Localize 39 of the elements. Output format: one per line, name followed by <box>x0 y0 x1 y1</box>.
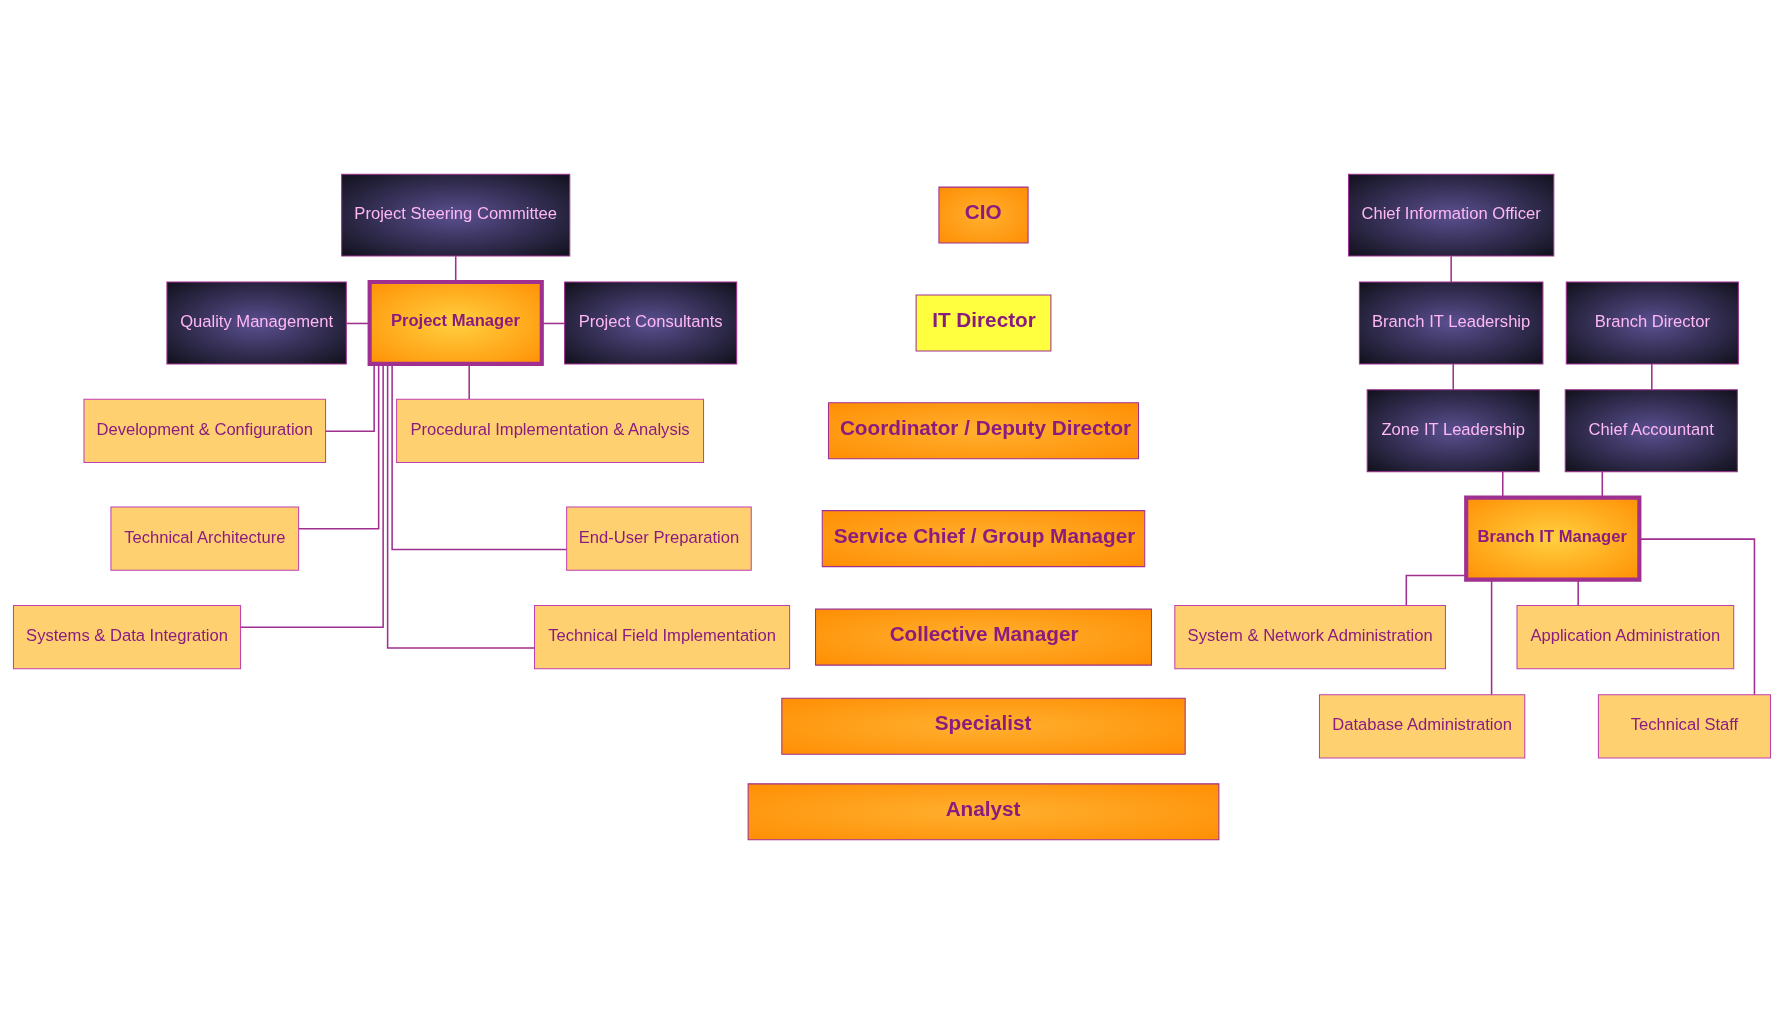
node-box: End-User Preparation <box>565 506 752 571</box>
node-box: CIO <box>937 186 1029 244</box>
connector <box>540 322 565 324</box>
node-box: Database Administration <box>1318 693 1525 758</box>
node-box: Zone IT Leadership <box>1366 388 1540 472</box>
node-box: System & Network Administration <box>1173 604 1446 669</box>
node-box: Project Steering Committee <box>340 173 570 257</box>
node-box: Technical Field Implementation <box>533 604 790 669</box>
connector <box>1490 578 1492 695</box>
node-box: IT Director <box>915 293 1051 351</box>
node-box: Systems & Data Integration <box>12 604 241 669</box>
connector <box>1449 254 1452 283</box>
node-box: Branch IT Manager <box>1463 495 1641 582</box>
node-box: Analyst <box>747 782 1219 840</box>
node-box: Quality Management <box>165 280 347 364</box>
node-box: Technical Architecture <box>109 506 299 571</box>
node-box: Collective Manager <box>814 608 1152 666</box>
node-box: Procedural Implementation & Analysis <box>395 398 704 463</box>
node-box: Chief Information Officer <box>1347 173 1554 257</box>
node-box: Branch IT Leadership <box>1358 280 1543 364</box>
node-box: Branch Director <box>1565 280 1739 364</box>
node-box: Coordinator / Deputy Director <box>827 401 1139 459</box>
node-box: Project Consultants <box>563 280 737 364</box>
node-box: Development & Configuration <box>82 398 326 463</box>
connector <box>1650 362 1653 391</box>
connector <box>1501 470 1504 498</box>
node-box: Chief Accountant <box>1564 388 1738 472</box>
node-box: Service Chief / Group Manager <box>821 509 1145 567</box>
connector <box>1451 362 1454 391</box>
connector <box>1405 574 1467 606</box>
node-box: Technical Staff <box>1597 693 1771 758</box>
connector <box>1601 470 1603 498</box>
node-box: Project Manager <box>367 279 544 366</box>
connector <box>345 322 370 324</box>
connector <box>1638 537 1755 695</box>
node-box: Application Administration <box>1516 604 1734 669</box>
connector <box>1576 578 1579 606</box>
connector <box>454 254 456 283</box>
node-box: Specialist <box>780 697 1186 755</box>
